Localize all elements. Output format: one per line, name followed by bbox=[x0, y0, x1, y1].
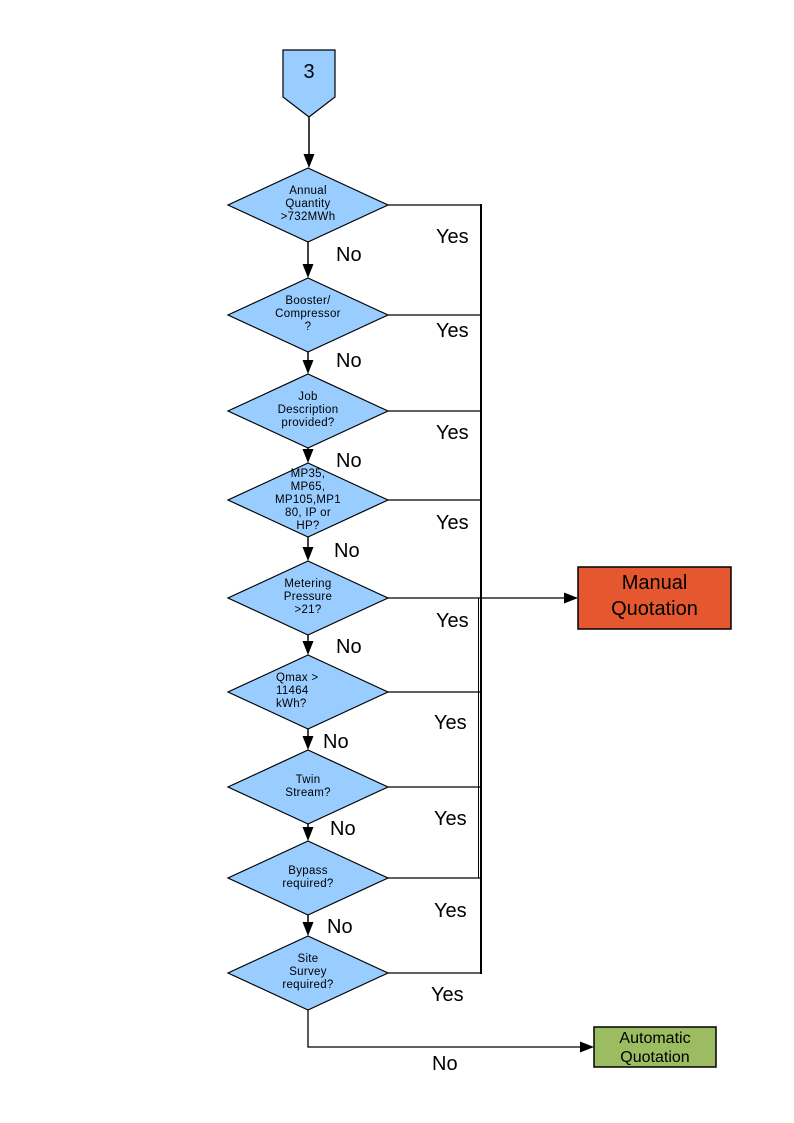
no-label-1: No bbox=[336, 244, 362, 266]
no-label-9: No bbox=[432, 1053, 458, 1075]
arrowhead-no-8 bbox=[302, 922, 314, 936]
no-label-8: No bbox=[327, 916, 353, 938]
decision-metering-pressure-label: Metering Pressure >21? bbox=[283, 578, 333, 616]
decision-bypass-label: Bypass required? bbox=[282, 865, 334, 890]
no-label-3: No bbox=[336, 450, 362, 472]
offpage-connector-label: 3 bbox=[303, 61, 315, 83]
arrowhead-manual bbox=[564, 592, 578, 604]
decision-twin-stream-label: Twin Stream? bbox=[285, 774, 331, 799]
yes-label-9: Yes bbox=[431, 984, 464, 1006]
decision-pressure-tier-label: MP35, MP65, MP105,MP1 80, IP or HP? bbox=[275, 468, 341, 532]
arrowhead-no-4 bbox=[302, 547, 314, 561]
decision-site-survey-label: Site Survey required? bbox=[282, 953, 334, 991]
decision-job-description-label: Job Description provided? bbox=[277, 391, 339, 429]
decision-qmax-label: Qmax > 11464 kWh? bbox=[276, 672, 319, 710]
automatic-quotation-label: Automatic Quotation bbox=[619, 1030, 691, 1066]
arrowhead-no-5 bbox=[302, 641, 314, 655]
yes-label-6: Yes bbox=[434, 712, 467, 734]
arrowhead-automatic bbox=[580, 1041, 594, 1053]
yes-label-5: Yes bbox=[436, 610, 469, 632]
connector-no-9-to-automatic bbox=[307, 1010, 581, 1048]
automatic-quotation-box bbox=[593, 1026, 717, 1068]
arrowhead-no-3 bbox=[302, 449, 314, 463]
yes-label-7: Yes bbox=[434, 808, 467, 830]
no-label-6: No bbox=[323, 731, 349, 753]
no-label-2: No bbox=[336, 350, 362, 372]
yes-label-1: Yes bbox=[436, 226, 469, 248]
arrowhead-no-6 bbox=[302, 736, 314, 750]
arrowhead-no-2 bbox=[302, 360, 314, 374]
yes-label-3: Yes bbox=[436, 422, 469, 444]
yes-label-2: Yes bbox=[436, 320, 469, 342]
offpage-connector-shape bbox=[282, 49, 336, 118]
arrowhead-no-1 bbox=[302, 264, 314, 278]
arrowhead-no-7 bbox=[302, 827, 314, 841]
arrowhead-start bbox=[303, 154, 315, 168]
no-label-7: No bbox=[330, 818, 356, 840]
no-label-4: No bbox=[334, 540, 360, 562]
decision-booster-compressor-label: Booster/ Compressor ? bbox=[275, 295, 341, 333]
manual-quotation-label: Manual Quotation bbox=[611, 572, 698, 620]
manual-quotation-box bbox=[577, 566, 732, 630]
decision-annual-quantity-label: Annual Quantity >732MWh bbox=[280, 185, 336, 223]
yes-label-4: Yes bbox=[436, 512, 469, 534]
yes-label-8: Yes bbox=[434, 900, 467, 922]
no-label-5: No bbox=[336, 636, 362, 658]
